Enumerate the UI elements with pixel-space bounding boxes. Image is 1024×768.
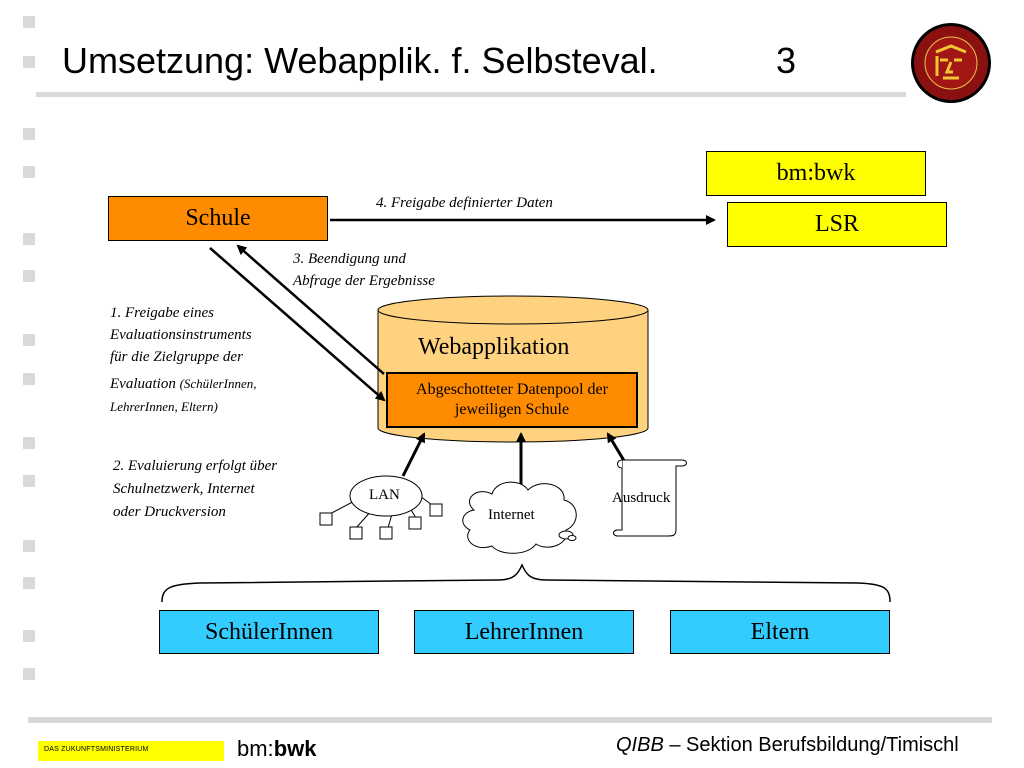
bullet bbox=[23, 334, 35, 346]
step4-label: 4. Freigabe definierter Daten bbox=[376, 195, 553, 211]
bullet bbox=[23, 475, 35, 487]
internet-cloud-icon bbox=[462, 481, 577, 554]
arrow-lan-datenpool bbox=[401, 432, 426, 477]
footer-credit: QIBB – Sektion Berufsbildung/Timischl bbox=[616, 734, 959, 757]
bullet bbox=[23, 16, 35, 28]
bullet bbox=[23, 270, 35, 282]
bullet bbox=[23, 56, 35, 68]
step2-label-line3: oder Druckversion bbox=[113, 504, 226, 520]
page-number: 3 bbox=[776, 40, 797, 81]
bmbwk-prefix: bm: bbox=[237, 736, 274, 761]
footer-credit-text: – Sektion Berufsbildung/Timischl bbox=[663, 734, 959, 756]
arrow-freigabe-evaluation bbox=[209, 247, 386, 402]
ministry-banner: DAS ZUKUNFTSMINISTERIUM bbox=[38, 741, 224, 761]
schuelerinnen-box: SchülerInnen bbox=[159, 610, 379, 654]
bmbwk-footer-logo: bm:bwk bbox=[237, 736, 316, 762]
sektion-berufsbildung-logo bbox=[911, 23, 991, 103]
bullet bbox=[23, 373, 35, 385]
bullet bbox=[23, 540, 35, 552]
bullet bbox=[23, 437, 35, 449]
step1-label-line1: 1. Freigabe eines bbox=[110, 305, 214, 321]
bmbwk-box: bm:bwk bbox=[706, 151, 926, 196]
step3-label-line1: 3. Beendigung und bbox=[293, 251, 406, 267]
bullet bbox=[23, 668, 35, 680]
datenpool-label: Abgeschotteter Datenpool der jeweiligen … bbox=[416, 381, 608, 418]
step1-label-line5: LehrerInnen, Eltern) bbox=[110, 399, 218, 414]
lehrerinnen-box: LehrerInnen bbox=[414, 610, 634, 654]
ministry-text: DAS ZUKUNFTSMINISTERIUM bbox=[44, 746, 149, 753]
ausdruck-scroll-icon bbox=[613, 459, 687, 537]
step1-label-line4: Evaluation (SchülerInnen, bbox=[110, 373, 256, 395]
lan-label: LAN bbox=[369, 487, 400, 503]
step1-label-line2: Evaluationsinstruments bbox=[110, 327, 252, 343]
bullet bbox=[23, 128, 35, 140]
datenpool-box: Abgeschotteter Datenpool der jeweiligen … bbox=[386, 372, 638, 428]
footer-credit-qibb: QIBB bbox=[616, 734, 664, 756]
step1-label-line4b: (SchülerInnen, bbox=[179, 376, 257, 391]
step1-label-line3: für die Zielgruppe der bbox=[110, 349, 243, 365]
bullet bbox=[23, 233, 35, 245]
eltern-box: Eltern bbox=[670, 610, 890, 654]
title-underline bbox=[36, 92, 906, 97]
internet-label: Internet bbox=[488, 507, 535, 523]
footer-rule bbox=[28, 717, 992, 723]
step2-label-line2: Schulnetzwerk, Internet bbox=[113, 481, 255, 497]
target-groups-brace bbox=[161, 563, 891, 603]
arrow-ausdruck-datenpool bbox=[606, 432, 628, 465]
schule-box: Schule bbox=[108, 196, 328, 241]
bmbwk-bold: bwk bbox=[273, 736, 317, 761]
ausdruck-label: Ausdruck bbox=[612, 490, 671, 506]
bullet bbox=[23, 630, 35, 642]
arrow-abfrage-ergebnisse bbox=[236, 244, 385, 375]
step2-label-line1: 2. Evaluierung erfolgt über bbox=[113, 458, 278, 474]
page-title: Umsetzung: Webapplik. f. Selbsteval. bbox=[62, 40, 658, 81]
step3-label-line2: Abfrage der Ergebnisse bbox=[293, 273, 435, 289]
lsr-box: LSR bbox=[727, 202, 947, 247]
bullet bbox=[23, 166, 35, 178]
webapplikation-label: Webapplikation bbox=[418, 334, 570, 360]
bullet bbox=[23, 577, 35, 589]
lan-network-icon bbox=[319, 475, 443, 540]
step1-label-line4a: Evaluation bbox=[110, 376, 176, 392]
